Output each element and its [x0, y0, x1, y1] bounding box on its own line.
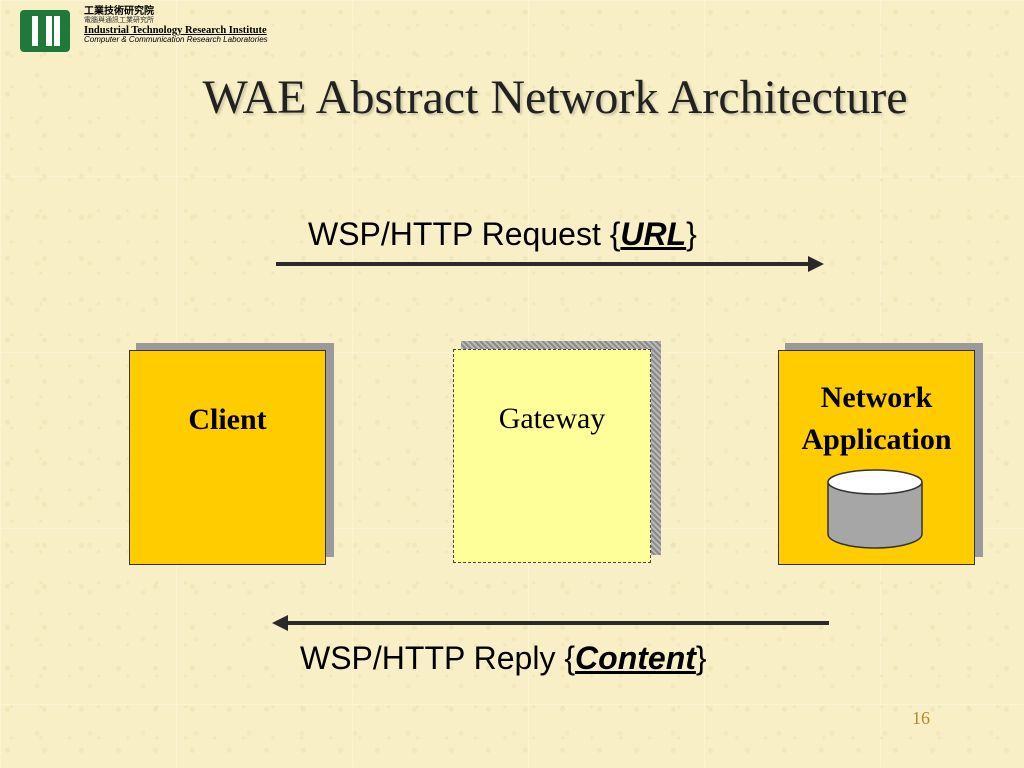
slide-title: WAE Abstract Network Architecture	[202, 71, 908, 124]
network-app-label-line1: Network	[820, 381, 933, 414]
request-emphasis: URL	[620, 216, 687, 252]
client-box: Client	[129, 350, 326, 565]
database-icon	[827, 469, 923, 549]
reply-arrow-line	[286, 621, 829, 625]
network-app-label-line2: Application	[801, 423, 952, 456]
lab-name-en: Computer & Communication Research Labora…	[84, 35, 268, 45]
itri-logo-icon	[20, 10, 70, 52]
request-arrow-line	[276, 262, 810, 266]
request-label: WSP/HTTP Request {URL}	[308, 216, 697, 253]
network-application-label: Network Application	[779, 377, 974, 461]
reply-prefix: WSP/HTTP Reply {	[300, 640, 576, 676]
reply-label: WSP/HTTP Reply {Content}	[300, 640, 707, 677]
org-header: 工業技術研究院 電腦與通訊工業研究所 Industrial Technology…	[84, 6, 268, 45]
org-name-cn: 工業技術研究院	[84, 6, 154, 17]
request-suffix: }	[686, 216, 697, 252]
client-label: Client	[188, 403, 267, 436]
reply-suffix: }	[695, 640, 707, 676]
request-prefix: WSP/HTTP Request {	[308, 216, 621, 252]
lab-name-cn: 電腦與通訊工業研究所	[84, 16, 154, 24]
reply-arrow-head-icon	[272, 615, 288, 631]
reply-emphasis: Content	[575, 640, 696, 676]
page-number: 16	[912, 708, 930, 728]
request-arrow-head-icon	[808, 256, 824, 272]
gateway-box: Gateway	[453, 349, 651, 563]
gateway-label: Gateway	[498, 402, 606, 435]
org-name-en: Industrial Technology Research Institute	[84, 24, 267, 36]
